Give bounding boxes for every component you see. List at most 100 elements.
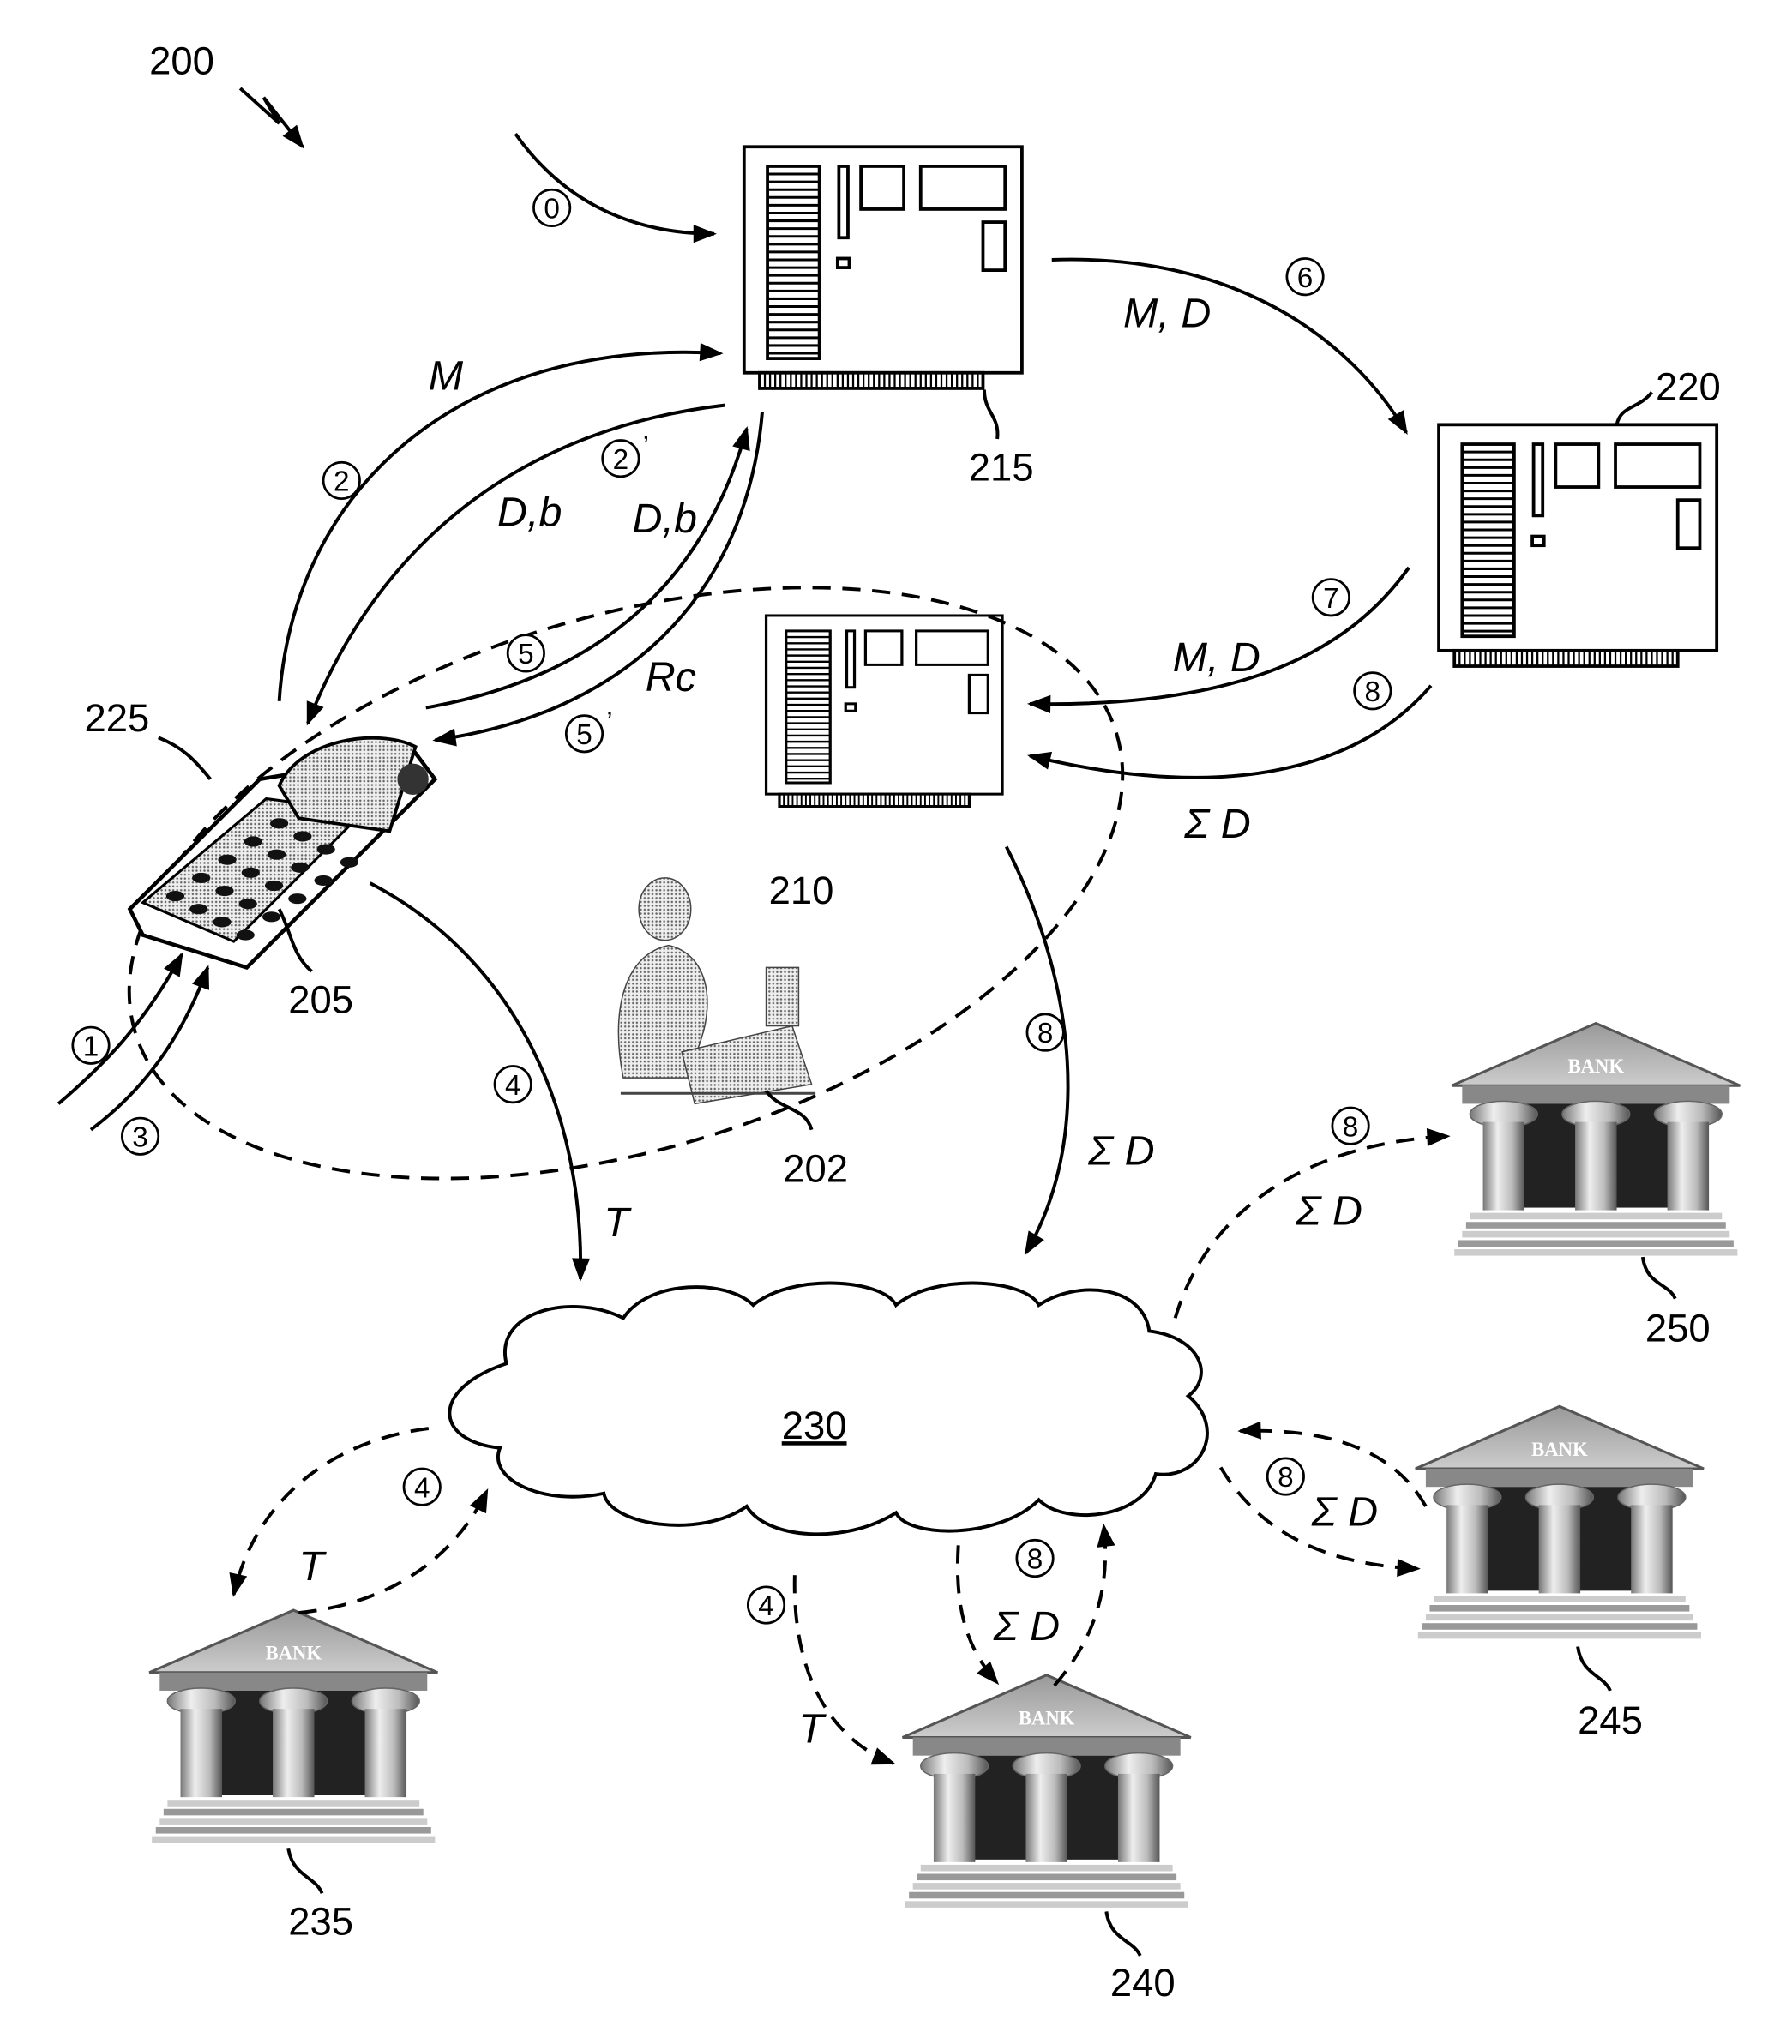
label-250: 250	[1645, 1307, 1711, 1350]
bank-step	[159, 1818, 428, 1825]
bank-column	[273, 1709, 315, 1798]
edge-label-SD-cloud: Σ D	[1087, 1128, 1155, 1175]
keypad-key	[340, 857, 358, 868]
arrow-step-2p-Db	[306, 403, 725, 726]
keypad-key	[215, 885, 234, 897]
step-prime: ’	[606, 706, 612, 738]
bank-column	[1446, 1505, 1488, 1594]
step-marker-s8b: 8	[1025, 1013, 1065, 1052]
step-marker-s5: 5	[506, 634, 545, 673]
bank-step	[1425, 1614, 1693, 1621]
server-indicator	[1531, 442, 1545, 518]
arrow-step-8-to-210	[1027, 684, 1433, 779]
edge-label-T-4: T	[604, 1199, 632, 1246]
bank-step	[1429, 1605, 1690, 1612]
server-220	[1437, 423, 1719, 668]
bank-entablature	[1425, 1468, 1693, 1488]
bank-entablature	[159, 1672, 428, 1691]
step-marker-s0: 0	[532, 188, 572, 227]
leader-205	[277, 908, 313, 973]
step-number: 5	[518, 639, 534, 670]
bank-step	[152, 1836, 436, 1843]
keypad-key	[238, 899, 257, 910]
arrow-step-5-Db	[425, 425, 750, 710]
bank-column	[364, 1709, 407, 1798]
arrow-step-7	[1026, 566, 1410, 713]
bank-245: BANK	[1415, 1404, 1705, 1639]
bank-column	[933, 1773, 976, 1862]
bank-entablature	[912, 1737, 1181, 1756]
edge-label-Db-left: D,b	[497, 489, 562, 535]
step-circle	[564, 714, 604, 754]
server-slot	[981, 220, 1007, 273]
keypad-key	[213, 917, 232, 928]
step-circle	[322, 460, 361, 501]
bank-step	[1458, 1240, 1734, 1247]
edge-label-SD-240: Σ D	[993, 1603, 1061, 1650]
arrow-step-5p-Rc	[432, 412, 764, 747]
edge-label-M: M	[429, 352, 464, 399]
arrow-to-bank-250	[1173, 1127, 1451, 1319]
step-marker-s1: 1	[71, 1025, 111, 1065]
figure-ref-label: 200	[149, 39, 214, 82]
keypad-key	[192, 872, 211, 883]
label-210: 210	[769, 869, 834, 912]
server-slot	[967, 673, 989, 715]
server-connector	[758, 370, 985, 390]
step-circle	[601, 439, 640, 478]
arrow-step-0	[514, 132, 717, 243]
label-215: 215	[969, 445, 1034, 489]
arrow-bank-240-to-cloud	[1053, 1523, 1115, 1687]
keypad-key	[267, 849, 286, 860]
step-circle	[1331, 1106, 1370, 1145]
bank-step	[917, 1873, 1177, 1881]
server-connector	[1452, 648, 1680, 668]
bank-step	[905, 1901, 1188, 1908]
step-prime: ’	[643, 431, 649, 463]
step-number: 1	[83, 1031, 99, 1062]
step-number: 6	[1297, 262, 1314, 294]
server-panel	[918, 165, 1007, 211]
step-circle	[71, 1025, 111, 1065]
keypad-key	[293, 831, 312, 842]
bank-step	[1422, 1623, 1698, 1630]
step-number: 5	[576, 719, 592, 751]
step-number: 2	[334, 466, 350, 498]
step-marker-s8d: 8	[1266, 1457, 1305, 1496]
step-circle	[746, 1585, 786, 1625]
bank-step	[1417, 1632, 1701, 1639]
step-number: 8	[1027, 1544, 1043, 1576]
label-225: 225	[84, 696, 149, 740]
step-marker-s2p: 2’	[601, 431, 649, 478]
step-number: 0	[544, 194, 560, 225]
edge-label-SD-server: Σ D	[1183, 801, 1251, 847]
keypad-key	[241, 867, 260, 878]
server-panel	[859, 165, 905, 211]
edge-label-SD-245: Σ D	[1311, 1489, 1379, 1536]
step-circle	[506, 634, 545, 673]
bank-step	[909, 1891, 1185, 1899]
arrow-step-4-T	[369, 881, 591, 1282]
server-panel	[1554, 442, 1601, 489]
bank-sign: BANK	[1531, 1439, 1588, 1460]
bank-column	[1482, 1121, 1525, 1211]
step-marker-s8c: 8	[1331, 1106, 1370, 1145]
server-slot	[1675, 498, 1702, 550]
bank-step	[155, 1826, 431, 1834]
bank-column	[1667, 1121, 1710, 1211]
keypad-key	[218, 854, 237, 865]
step-number: 8	[1343, 1111, 1359, 1143]
step-marker-s6: 6	[1285, 257, 1325, 297]
server-led	[844, 702, 857, 712]
keypad-key	[262, 911, 281, 923]
bank-column	[1117, 1773, 1160, 1862]
leader-245	[1576, 1646, 1612, 1692]
server-panel	[1614, 442, 1702, 489]
step-circle	[1311, 578, 1350, 617]
bank-column	[180, 1709, 222, 1798]
edge-label-MD-7: M, D	[1173, 634, 1260, 681]
step-marker-s3: 3	[120, 1116, 160, 1156]
arrow-from-bank-245	[1237, 1421, 1428, 1507]
bank-250: BANK	[1451, 1021, 1741, 1256]
step-circle	[120, 1116, 160, 1156]
